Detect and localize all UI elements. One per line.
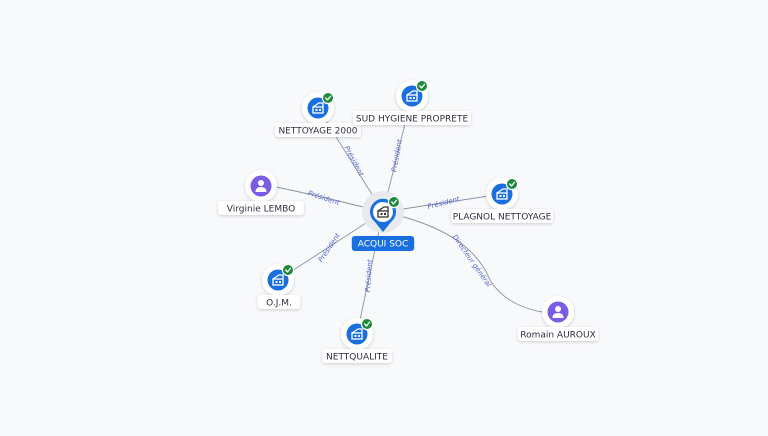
node-label-text: Romain AUROUX: [520, 331, 596, 341]
node-sudhygiene[interactable]: SUD HYGIENE PROPRETE: [353, 79, 471, 125]
nodes-layer: NETTOYAGE 2000 SUD HYGIENE PROPRETE Virgin…: [218, 79, 599, 363]
building-icon: [272, 274, 284, 286]
node-label-background: [451, 209, 553, 223]
node-label[interactable]: Virginie LEMBO: [218, 201, 304, 215]
node-label-background: [218, 201, 304, 215]
edge-label: Président: [427, 195, 461, 211]
verified-check-icon: [505, 177, 519, 191]
verified-check-icon: [415, 79, 429, 93]
center-label[interactable]: ACQUI SOC: [351, 236, 415, 251]
node-label[interactable]: Romain AUROUX: [517, 327, 599, 341]
node-nettqualite[interactable]: NETTQUALITE: [322, 317, 392, 363]
verified-check-icon: [360, 317, 374, 331]
node-label[interactable]: O.J.M.: [257, 295, 301, 309]
edge-romain: Directeur général: [382, 211, 543, 313]
verified-check-icon: [387, 195, 401, 209]
node-ojm[interactable]: O.J.M.: [257, 263, 301, 309]
building-icon: [312, 102, 324, 114]
node-label-text: PLAGNOL NETTOYAGE: [453, 213, 552, 223]
node-label[interactable]: NETTQUALITE: [322, 349, 392, 363]
node-label-text: Virginie LEMBO: [227, 205, 295, 215]
edge-label: Président: [317, 232, 342, 264]
edge-label: Président: [364, 259, 374, 293]
building-icon: [351, 328, 363, 340]
node-label-background: [353, 111, 471, 125]
node-nettoyage2000[interactable]: NETTOYAGE 2000: [275, 91, 361, 137]
verified-check-icon: [281, 263, 295, 277]
node-label[interactable]: NETTOYAGE 2000: [275, 123, 361, 137]
node-label[interactable]: PLAGNOL NETTOYAGE: [451, 209, 553, 223]
edge-label: Président: [343, 145, 366, 178]
node-label-background: [517, 327, 599, 341]
edge-line: [382, 211, 543, 313]
edge-label: Président: [307, 189, 341, 207]
node-romain[interactable]: Romain AUROUX: [517, 296, 599, 341]
person-icon: [255, 180, 267, 192]
center-node[interactable]: ACQUI SOC: [351, 191, 415, 251]
edge-label: Directeur général: [451, 233, 493, 288]
node-label-text: NETTQUALITE: [326, 353, 388, 363]
node-virginie[interactable]: Virginie LEMBO: [218, 170, 304, 215]
building-icon: [377, 206, 389, 218]
node-label[interactable]: SUD HYGIENE PROPRETE: [353, 111, 471, 125]
center-label-background: [351, 236, 415, 251]
node-label-background: [275, 123, 361, 137]
node-plagnol[interactable]: PLAGNOL NETTOYAGE: [451, 177, 553, 223]
person-icon: [552, 306, 564, 318]
node-label-text: SUD HYGIENE PROPRETE: [356, 115, 469, 125]
building-icon: [406, 90, 418, 102]
verified-check-icon: [321, 91, 335, 105]
node-label-background: [322, 349, 392, 363]
building-icon: [496, 188, 508, 200]
center-label-text: ACQUI SOC: [358, 240, 409, 250]
node-label-text: O.J.M.: [266, 299, 292, 309]
edge-label: Président: [390, 138, 404, 172]
node-label-text: NETTOYAGE 2000: [278, 127, 357, 137]
node-label-background: [257, 295, 301, 309]
